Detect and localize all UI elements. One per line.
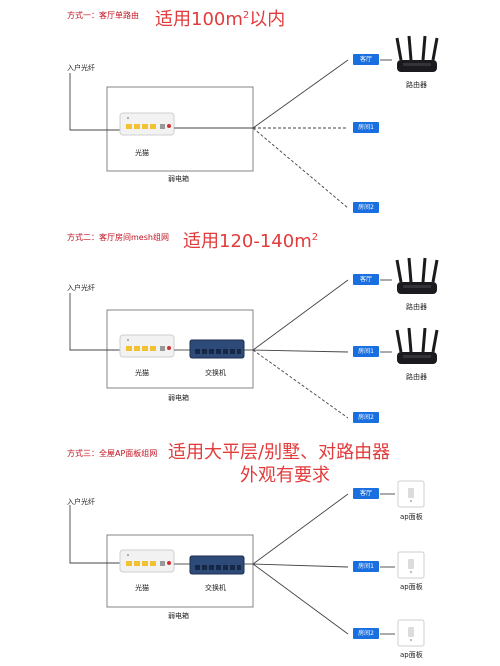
room-tag-room2: 房间2 [353,628,379,639]
section-1-callout-tail: 以内 [249,9,286,30]
link-living-room [252,59,349,129]
room-tag-room1: 房间1 [353,561,379,572]
section-3-title: 方式三：全屋AP面板组网 [67,449,158,458]
section-1-callout: 适用100m2以内 [155,4,285,31]
room-tag-room1: 房间1 [353,122,379,133]
section-2-callout-sup: 2 [311,232,319,243]
fiber-line [69,73,120,131]
switch-icon [189,555,245,575]
room-tag-living: 客厅 [353,274,379,285]
link-room-2 [252,349,349,419]
router-label: 路由器 [406,81,427,89]
modem-label: 光猫 [135,369,149,377]
room-tag-living: 客厅 [353,488,379,499]
link-room-1 [252,349,349,353]
modem-icon [119,334,175,358]
ap-panel-label: ap面板 [400,583,423,591]
router-label: 路由器 [406,373,427,381]
room-tag-room2: 房间2 [353,412,379,423]
link-room-1 [252,563,349,568]
ap-panel-label: ap面板 [400,651,423,659]
section-2-diagram [69,256,439,419]
ap-panel-icon [397,551,425,579]
modem-icon [119,549,175,573]
box-label: 弱电箱 [168,175,189,183]
router-icon [395,34,439,74]
section-3-diagram [69,480,425,647]
router-label: 路由器 [406,303,427,311]
section-2-title: 方式二：客厅房间mesh组网 [67,233,169,242]
section-1-callout-sup: 2 [242,10,250,21]
room-tag-room1: 房间1 [353,346,379,357]
section-2-callout: 适用120-140m2 [183,226,318,253]
fiber-label: 入户光纤 [67,498,95,506]
section-3-callout-line2: 外观有要求 [240,465,330,486]
router-icon [395,326,439,366]
link-room-2 [252,563,349,635]
fiber-label: 入户光纤 [67,284,95,292]
section-1-title: 方式一：客厅单路由 [67,11,139,20]
weak-current-box [106,86,254,172]
room-tag-living: 客厅 [353,54,379,65]
switch-icon [189,339,245,359]
modem-label: 光猫 [135,149,149,157]
section-1-diagram [69,34,439,209]
switch-label: 交换机 [205,369,226,377]
switch-label: 交换机 [205,584,226,592]
link-room-2 [252,127,349,209]
room-tag-room2: 房间2 [353,202,379,213]
link-living-room [252,279,349,351]
box-label: 弱电箱 [168,394,189,402]
section-3-callout-line1: 适用大平层/别墅、对路由器 [168,442,391,463]
link-living-room [252,493,349,565]
weak-current-box [106,309,254,389]
router-icon [395,256,439,296]
fiber-line [69,293,120,351]
ap-panel-icon [397,619,425,647]
fiber-line [69,505,120,564]
box-label: 弱电箱 [168,612,189,620]
ap-panel-label: ap面板 [400,513,423,521]
section-2-callout-text: 适用120-140m [183,231,312,252]
modem-label: 光猫 [135,584,149,592]
ap-panel-icon [397,480,425,508]
weak-current-box [106,534,254,608]
section-1-callout-text: 适用100m [155,9,243,30]
modem-icon [119,112,175,136]
fiber-label: 入户光纤 [67,64,95,72]
